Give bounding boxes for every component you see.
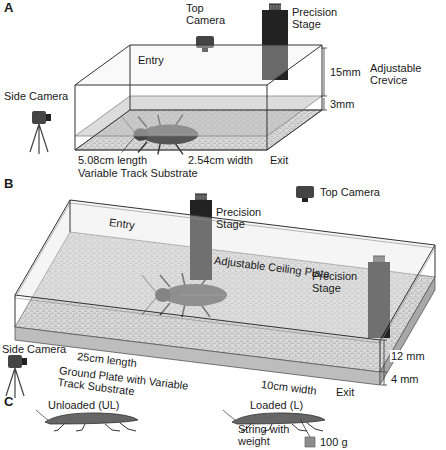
crevice-label: Adjustable Crevice — [370, 62, 432, 86]
stage-label: Precision Stage — [292, 6, 348, 30]
camera-label: Side Camera — [2, 343, 66, 355]
camera-label: Top Camera — [320, 186, 380, 198]
dimension-label: 15mm — [330, 66, 361, 78]
state-label: Unloaded (UL) — [48, 399, 120, 411]
plate-label: Adjustable Ceiling Plate — [214, 254, 331, 280]
panel-letter: A — [4, 2, 13, 14]
dimension-label: 3mm — [330, 98, 354, 110]
entry-label: Entry — [138, 54, 164, 66]
dimension-label: 4 mm — [390, 373, 420, 385]
weight-label: String with weight — [238, 423, 298, 447]
dimension-label: 2.54cm width — [188, 154, 253, 166]
substrate-label: Variable Track Substrate — [78, 167, 198, 179]
dimension-label: 5.08cm length — [78, 154, 147, 166]
camera-label: Top Camera — [186, 2, 228, 26]
state-label: Loaded (L) — [250, 399, 303, 411]
exit-label: Exit — [336, 386, 354, 398]
stage-label: Precision Stage — [216, 206, 272, 230]
entry-label: Entry — [109, 216, 136, 231]
camera-label: Side Camera — [4, 90, 68, 102]
dimension-label: 10cm width — [261, 378, 318, 397]
panel-letter: B — [4, 178, 13, 190]
panel-letter: C — [4, 396, 13, 408]
exit-label: Exit — [270, 154, 288, 166]
dimension-label: 12 mm — [390, 350, 426, 362]
weight-label: 100 g — [320, 436, 348, 448]
